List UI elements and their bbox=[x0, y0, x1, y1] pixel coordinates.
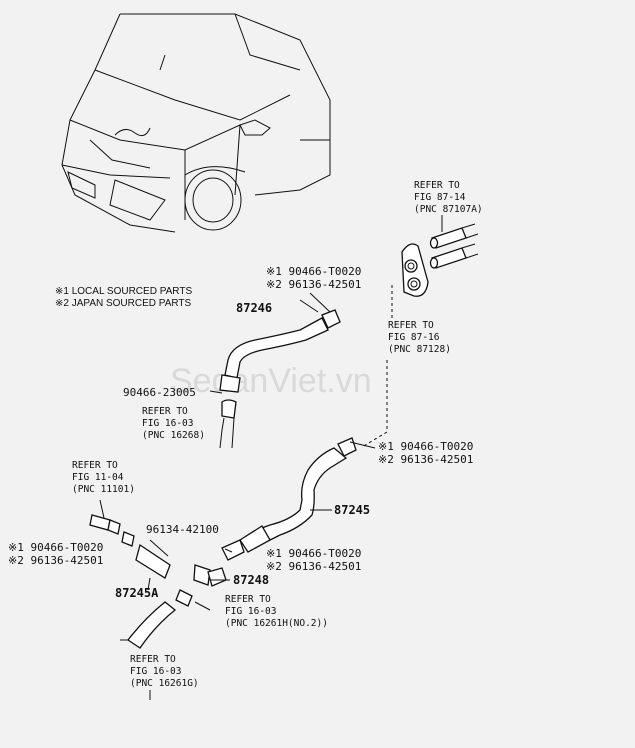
refer-16-03-b-line1: REFER TO bbox=[225, 594, 271, 605]
refer-16-03-a-line2: FIG 16-03 bbox=[142, 418, 193, 429]
clamp-top-japan: ※2 96136-42501 bbox=[266, 278, 361, 291]
watermark: SedanViet.vn bbox=[170, 362, 372, 400]
part-87248-label: 87248 bbox=[233, 573, 269, 587]
hose-87245A-assembly bbox=[89, 499, 245, 700]
heater-pipes-upper bbox=[429, 215, 479, 269]
refer-87-16-line1: REFER TO bbox=[388, 320, 434, 331]
clamp-top-local: ※1 90466-T0020 bbox=[266, 265, 361, 278]
refer-11-04-line1: REFER TO bbox=[72, 460, 118, 471]
legend-japan-sourced: ※2 JAPAN SOURCED PARTS bbox=[55, 298, 192, 309]
refer-11-04-line2: FIG 11-04 bbox=[72, 472, 124, 483]
refer-16-03-b-line3: (PNC 16261H(NO.2)) bbox=[225, 618, 328, 629]
refer-87-16-line2: FIG 87-16 bbox=[388, 332, 440, 343]
clamp-90466-23005-label: 90466-23005 bbox=[123, 386, 196, 399]
part-87246-label: 87246 bbox=[236, 301, 272, 315]
refer-87-14-line1: REFER TO bbox=[414, 180, 460, 191]
refer-16-03-c-line2: FIG 16-03 bbox=[130, 666, 181, 677]
refer-16-03-c-line3: (PNC 16261G) bbox=[130, 678, 199, 689]
car-illustration bbox=[61, 13, 331, 233]
refer-11-04-line3: (PNC 11101) bbox=[72, 484, 135, 495]
clamp-left-japan: ※2 96136-42501 bbox=[8, 554, 103, 567]
clamp-mid-local: ※1 90466-T0020 bbox=[378, 440, 473, 453]
refer-87-14-line3: (PNC 87107A) bbox=[414, 204, 483, 215]
refer-16-03-c-line1: REFER TO bbox=[130, 654, 176, 665]
clamp-mid-japan: ※2 96136-42501 bbox=[378, 453, 473, 466]
refer-16-03-a-line3: (PNC 16268) bbox=[142, 430, 205, 441]
clamp-left-local: ※1 90466-T0020 bbox=[8, 541, 103, 554]
clamp-low-japan: ※2 96136-42501 bbox=[266, 560, 361, 573]
clamp-96134-42100-label: 96134-42100 bbox=[146, 523, 219, 536]
hose-87245 bbox=[239, 437, 376, 553]
legend-local-sourced: ※1 LOCAL SOURCED PARTS bbox=[55, 286, 192, 297]
refer-16-03-b-line2: FIG 16-03 bbox=[225, 606, 276, 617]
refer-16-03-a-line1: REFER TO bbox=[142, 406, 188, 417]
part-87245-label: 87245 bbox=[334, 503, 370, 517]
part-87245A-label: 87245A bbox=[115, 586, 159, 600]
grommet bbox=[401, 243, 429, 297]
hose-87246 bbox=[209, 299, 341, 449]
refer-87-16-line3: (PNC 87128) bbox=[388, 344, 451, 355]
clamp-low-local: ※1 90466-T0020 bbox=[266, 547, 361, 560]
refer-87-14-line2: FIG 87-14 bbox=[414, 192, 466, 203]
